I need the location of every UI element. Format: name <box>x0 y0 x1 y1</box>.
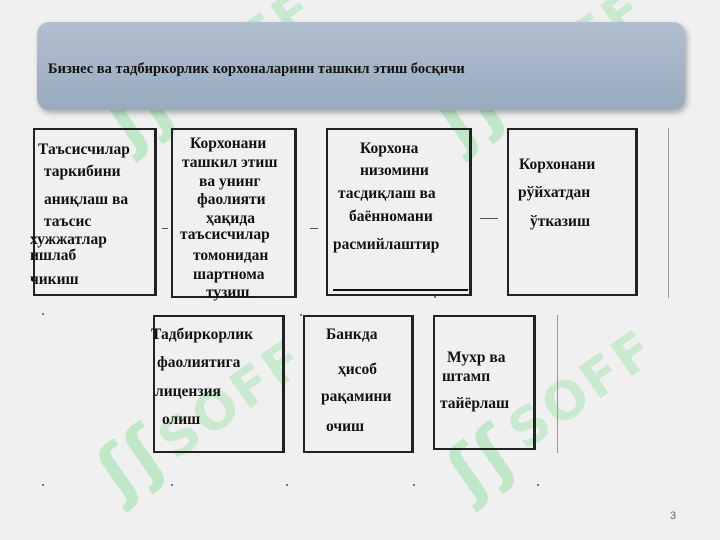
step-text: Корхонани <box>519 156 596 173</box>
step-text: ўтказиш <box>530 213 591 230</box>
step-text: таъсисчилар <box>180 226 270 243</box>
guide-line <box>557 315 558 453</box>
step-text: хужжатлар <box>30 231 107 248</box>
dot-mark <box>42 484 44 486</box>
step-text: низомини <box>360 162 429 179</box>
step-box-stamp <box>433 315 536 450</box>
step-text: Тадбиркорлик <box>151 326 254 343</box>
step-text: лицензия <box>155 383 221 400</box>
step-text: Таъсисчилар <box>38 141 130 158</box>
step-text: ва унинг <box>199 173 261 190</box>
step-text: олиш <box>162 411 201 428</box>
dot-mark <box>434 296 436 298</box>
step-box-founders <box>33 128 157 296</box>
step-box-charter <box>326 128 472 296</box>
step-text: тузиш <box>206 284 250 301</box>
step-text: тайёрлаш <box>440 395 510 412</box>
step-text: ишлаб <box>30 247 77 264</box>
step-box-license <box>153 315 285 453</box>
dot-mark <box>537 484 539 486</box>
step-text: штамп <box>442 368 491 385</box>
connector-line <box>310 228 318 229</box>
step-text: шартнома <box>193 266 265 283</box>
dot-mark <box>300 314 302 316</box>
step-text: Корхона <box>360 140 419 157</box>
step-text: Банкда <box>326 326 378 343</box>
guide-line <box>668 128 669 298</box>
dot-mark <box>286 484 288 486</box>
title-banner <box>37 22 685 110</box>
step-text: рақамини <box>321 388 392 405</box>
dot-mark <box>413 484 415 486</box>
step-text: чикиш <box>30 271 79 288</box>
step-text: фаолияти <box>197 191 266 208</box>
connector-line <box>162 228 168 229</box>
box-underline <box>333 289 468 291</box>
step-text: очиш <box>326 418 365 435</box>
step-text: таъсис <box>44 213 92 230</box>
slide-title: Бизнес ва тадбиркорлик корхоналарини таш… <box>48 61 465 77</box>
step-text: Мухр ва <box>447 349 506 366</box>
dot-mark <box>171 484 173 486</box>
step-text: Корхонани <box>190 135 267 152</box>
step-text: ташкил этиш <box>182 154 278 171</box>
step-text: аниқлаш ва <box>44 191 129 208</box>
step-text: томонидан <box>193 247 269 264</box>
step-box-bank <box>303 315 414 453</box>
step-text: тасдиқлаш ва <box>338 185 436 202</box>
step-text: ҳақида <box>206 210 255 227</box>
step-text: ҳисоб <box>338 361 378 378</box>
dot-mark <box>42 313 44 315</box>
step-box-agreement <box>171 128 297 298</box>
step-text: рўйхатдан <box>518 184 591 201</box>
step-text: расмийлаштир <box>333 236 440 253</box>
connector-line <box>480 218 498 219</box>
step-text: баённомани <box>349 208 433 225</box>
page-number: 3 <box>670 510 677 522</box>
step-box-registration <box>507 128 638 296</box>
step-text: таркибини <box>44 163 121 180</box>
step-text: фаолиятига <box>157 354 241 371</box>
